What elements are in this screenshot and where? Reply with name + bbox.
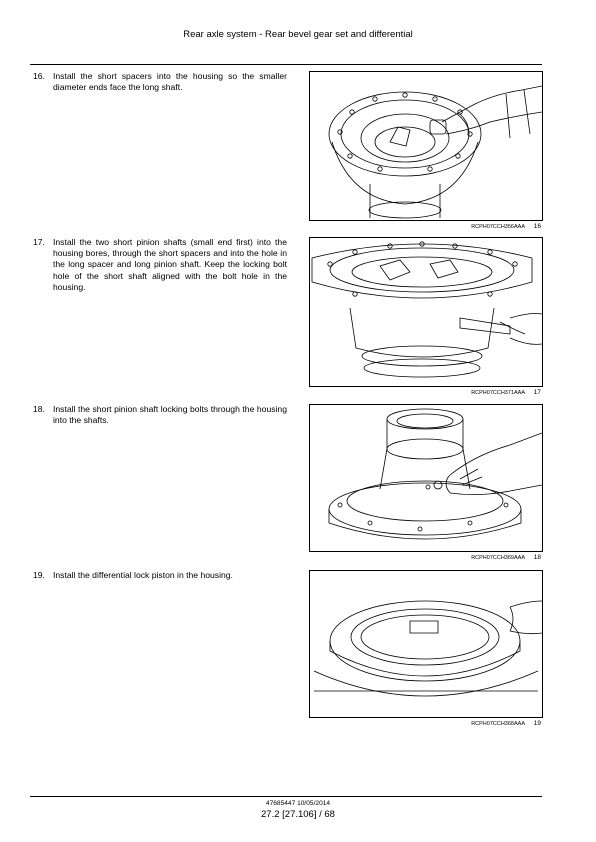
footer-rule [30,796,542,797]
figure-number: 17 [533,389,541,396]
figure-number: 16 [533,223,541,230]
figure-code: RCPH07CCH356AAA [471,224,525,230]
header-rule [30,64,542,65]
step-17: 17. Install the two short pinion shafts … [33,237,287,293]
figure-19-illustration [309,570,543,718]
page-header-title: Rear axle system - Rear bevel gear set a… [183,29,413,40]
figure-16-illustration [309,71,543,221]
step-number: 16. [33,71,45,81]
figure-code: RCPH07CCH369AAA [471,555,525,561]
step-text: Install the differential lock piston in … [53,570,233,580]
step-text: Install the short spacers into the housi… [53,71,287,93]
step-number: 17. [33,237,45,247]
step-16: 16. Install the short spacers into the h… [33,71,287,93]
figure-code: RCPH07CCH371AAA [471,390,525,396]
step-text: Install the short pinion shaft locking b… [53,404,287,426]
step-number: 19. [33,570,45,580]
footer-document-id: 47685447 10/05/2014 [265,800,331,807]
figure-number: 18 [533,554,541,561]
figure-number: 19 [533,720,541,727]
footer-page-number: 27.2 [27.106] / 68 [261,809,335,820]
figure-17-illustration [309,237,543,387]
figure-18-illustration [309,404,543,552]
step-18: 18. Install the short pinion shaft locki… [33,404,287,426]
step-number: 18. [33,404,45,414]
step-19: 19. Install the differential lock piston… [33,570,287,581]
figure-code: RCPH07CCH368AAA [471,721,525,727]
step-text: Install the two short pinion shafts (sma… [53,237,287,292]
